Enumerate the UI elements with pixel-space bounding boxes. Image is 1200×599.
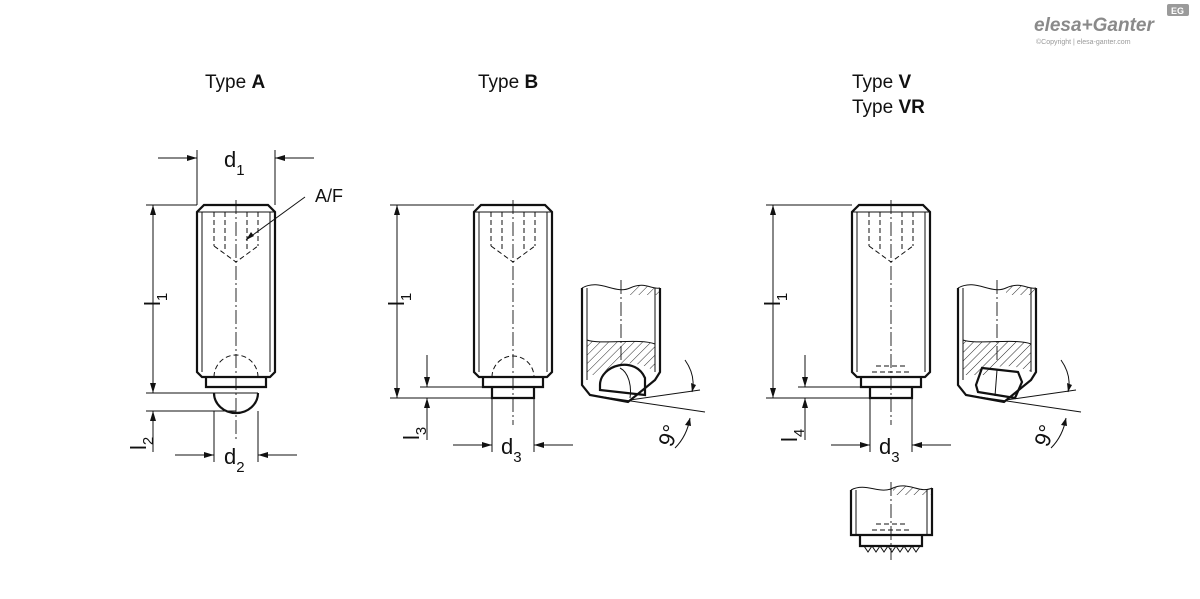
type-a-drawing <box>146 150 314 462</box>
svg-text:9°: 9° <box>1029 421 1060 449</box>
svg-text:l2: l2 <box>126 437 157 450</box>
svg-text:l4: l4 <box>777 429 808 442</box>
logo-text: elesa+Ganter <box>1034 15 1155 36</box>
title-type-b: Type B <box>478 72 538 93</box>
label-angle-b: 9° <box>653 421 684 449</box>
type-v-drawing <box>766 200 1082 452</box>
label-d3-b: d3 <box>501 434 522 466</box>
logo-copyright: ©Copyright | elesa-ganter.com <box>1036 38 1131 46</box>
label-af: A/F <box>315 186 343 206</box>
title-type-vr: Type VR <box>852 97 925 118</box>
type-vr-drawing <box>849 482 934 560</box>
label-d3-v: d3 <box>879 434 900 466</box>
label-l1-b: l1 <box>384 293 415 306</box>
label-d2: d2 <box>224 444 245 476</box>
svg-text:l1: l1 <box>760 293 791 306</box>
logo-badge-icon <box>1167 4 1189 16</box>
type-b-drawing <box>390 200 706 452</box>
label-l3: l3 <box>399 427 430 440</box>
label-d1: d1 <box>224 147 245 179</box>
svg-text:9°: 9° <box>653 421 684 449</box>
title-type-a: Type A <box>205 72 265 93</box>
svg-text:l1: l1 <box>140 293 171 306</box>
brand-logo: elesa+Ganter ©Copyright | elesa-ganter.c… <box>1034 4 1189 46</box>
label-l4: l4 <box>777 429 808 442</box>
svg-text:l1: l1 <box>384 293 415 306</box>
label-angle-v: 9° <box>1029 421 1060 449</box>
label-l1-v: l1 <box>760 293 791 306</box>
logo-badge-text: EG <box>1171 6 1184 16</box>
svg-text:l3: l3 <box>399 427 430 440</box>
title-type-v: Type V <box>852 72 911 93</box>
label-l2: l2 <box>126 437 157 450</box>
label-l1-a: l1 <box>140 293 171 306</box>
